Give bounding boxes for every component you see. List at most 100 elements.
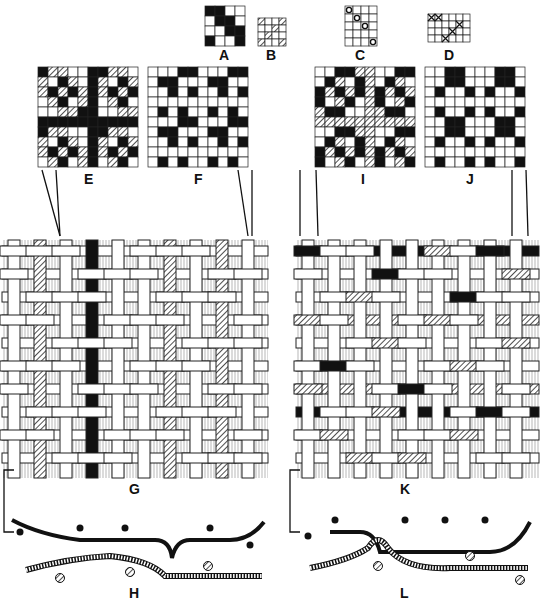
- ring-mark: [346, 7, 351, 12]
- grid-cell: [455, 157, 465, 167]
- grid-cell: [465, 117, 475, 127]
- weft-float: [294, 315, 322, 325]
- grid-cell: [365, 147, 375, 157]
- grid-cell: [158, 137, 168, 147]
- grid-cell: [445, 117, 455, 127]
- grid-cell: [98, 137, 108, 147]
- weft-float: [320, 292, 348, 302]
- grid-cell: [449, 21, 456, 28]
- grid-cell: [428, 35, 435, 42]
- grid-cell: [198, 87, 208, 97]
- cross-mark: [449, 28, 456, 35]
- grid-cell: [475, 107, 485, 117]
- grid-cell: [395, 67, 405, 77]
- weft-float: [156, 292, 184, 302]
- grid-cell: [168, 107, 178, 117]
- grid-cell: [395, 147, 405, 157]
- grid-cell: [198, 107, 208, 117]
- yarn-dot: [332, 517, 339, 524]
- grid-cell: [148, 77, 158, 87]
- grid-cell: [325, 107, 335, 117]
- weft-float: [26, 430, 54, 440]
- grid-cell: [272, 25, 279, 32]
- grid-cell: [235, 16, 245, 26]
- grid-cell: [385, 97, 395, 107]
- weft-float: [294, 430, 322, 440]
- grid-cell: [345, 147, 355, 157]
- grid-cell: [158, 157, 168, 167]
- weft-float: [234, 338, 262, 348]
- grid-cell: [208, 67, 218, 77]
- weft-float: [104, 453, 132, 463]
- grid-cell: [168, 157, 178, 167]
- grid-cell: [455, 77, 465, 87]
- grid-cell: [205, 16, 215, 26]
- grid-cell: [265, 39, 272, 46]
- cross-section: [305, 517, 531, 585]
- weft-float: [104, 384, 132, 394]
- weft-float: [208, 453, 236, 463]
- grid-cell: [475, 137, 485, 147]
- grid-cell: [58, 107, 68, 117]
- grid-cell: [198, 117, 208, 127]
- weft-float: [320, 315, 348, 325]
- grid-cell: [425, 117, 435, 127]
- figure-letter: B: [266, 48, 276, 62]
- grid-cell: [335, 77, 345, 87]
- grid-cell: [455, 147, 465, 157]
- grid-cell: [228, 77, 238, 87]
- grid-cell: [198, 137, 208, 147]
- grid-cell: [369, 6, 377, 14]
- pattern-f: [148, 67, 248, 167]
- grid-cell: [178, 67, 188, 77]
- figure-letter: I: [361, 172, 365, 186]
- grid-cell: [48, 117, 58, 127]
- weft-float: [346, 407, 374, 417]
- grid-cell: [405, 117, 415, 127]
- grid-cell: [68, 97, 78, 107]
- grid-cell: [108, 107, 118, 117]
- grid-cell: [353, 14, 361, 22]
- weft-float: [26, 292, 54, 302]
- weft-float: [78, 292, 106, 302]
- grid-cell: [58, 127, 68, 137]
- weft-float: [502, 292, 530, 302]
- grid-cell: [48, 87, 58, 97]
- grid-cell: [456, 21, 463, 28]
- weft-float: [476, 361, 504, 371]
- grid-cell: [385, 147, 395, 157]
- grid-cell: [495, 127, 505, 137]
- weft-float: [320, 361, 348, 371]
- weave-ground: [296, 240, 539, 478]
- weft-float: [346, 292, 374, 302]
- grid-cell: [218, 157, 228, 167]
- grid-cell: [385, 77, 395, 87]
- warp-path: [12, 520, 264, 558]
- yarn-dot: [442, 517, 449, 524]
- grid-cell: [361, 30, 369, 38]
- weft-strip: [2, 407, 268, 417]
- grid-cell: [395, 137, 405, 147]
- weft-float: [450, 361, 478, 371]
- grid-cell: [148, 127, 158, 137]
- grid-cell: [465, 137, 475, 147]
- grid-cell: [48, 77, 58, 87]
- grid-cell: [335, 67, 345, 77]
- grid-cell: [365, 157, 375, 167]
- weft-float: [78, 338, 106, 348]
- grid-cell: [465, 77, 475, 87]
- grid-cell: [325, 147, 335, 157]
- figure-letter: H: [129, 586, 139, 600]
- grid-cell: [98, 107, 108, 117]
- weft-float: [234, 315, 262, 325]
- yarn-dot: [402, 517, 409, 524]
- grid-cell: [495, 97, 505, 107]
- grid-cell: [158, 97, 168, 107]
- yarn-dot: [207, 525, 214, 532]
- grid-cell: [108, 77, 118, 87]
- weft-float: [398, 384, 426, 394]
- grid-cell: [355, 87, 365, 97]
- grid-cell: [178, 97, 188, 107]
- grid-cell: [375, 67, 385, 77]
